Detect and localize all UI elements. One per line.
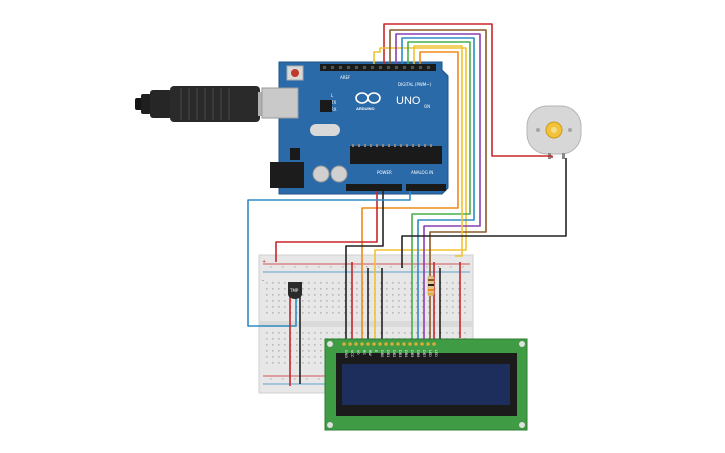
- lcd-pin: [390, 342, 394, 346]
- wire-blue-d7: [401, 37, 475, 342]
- lcd-pin: [354, 342, 358, 346]
- capacitor-2: [330, 165, 348, 183]
- analog-header: [406, 184, 446, 191]
- lcd-pin: [432, 342, 436, 346]
- rx-led-label: RX: [331, 107, 337, 112]
- lcd-pin-label: LED: [428, 350, 432, 357]
- usb-port: [261, 87, 299, 119]
- aref-label: AREF: [340, 75, 351, 80]
- wire-black-motor: [401, 158, 567, 268]
- wire-black-gnd: [345, 191, 384, 268]
- svg-text:+: +: [262, 259, 266, 265]
- atmega-chip: [350, 146, 442, 164]
- lcd-pin: [426, 342, 430, 346]
- lcd-pin-label: DB3: [398, 350, 402, 357]
- lcd-pin: [342, 342, 346, 346]
- dc-motor: [526, 105, 582, 159]
- wire-yellow-d5: [413, 45, 463, 257]
- capacitor-1: [312, 165, 330, 183]
- tmp-sensor-label: TMP: [289, 288, 299, 293]
- lcd-pin-label: GND: [344, 350, 348, 358]
- digital-header: [320, 64, 436, 71]
- regulator: [290, 148, 300, 160]
- power-header: [346, 184, 402, 191]
- lcd-pin-label: V0: [356, 350, 360, 355]
- lcd-pin-label: RW: [368, 350, 372, 356]
- power-label: POWER: [377, 170, 392, 175]
- resistor: [427, 275, 435, 297]
- wire-blue-a0: [247, 191, 411, 327]
- wire-yellow-d10: [373, 47, 467, 342]
- arduino-logo-icon: [355, 92, 381, 104]
- lcd-pin-label: DB5: [410, 350, 414, 357]
- wire-red-motor: [383, 23, 553, 158]
- lcd-pin-label: VCC: [350, 350, 354, 358]
- lcd-pin-label: RS: [362, 350, 366, 355]
- lcd-pin-label: DB6: [416, 350, 420, 357]
- on-led-label: ON: [424, 104, 430, 109]
- lcd-pin: [372, 342, 376, 346]
- usb-cable: [135, 86, 272, 122]
- lcd-pin: [408, 342, 412, 346]
- power-jack: [270, 162, 304, 188]
- lcd-pin-label: DB2: [392, 350, 396, 357]
- board-model: UNO: [396, 95, 421, 107]
- lcd-pin: [378, 342, 382, 346]
- lcd-pin-label: DB4: [404, 350, 408, 358]
- wire-brown-d9: [389, 29, 487, 342]
- tx-led-label: TX: [330, 100, 336, 105]
- lcd-pin-label: LED: [434, 350, 438, 357]
- lcd-pin: [396, 342, 400, 346]
- l-led-label: L: [331, 93, 334, 98]
- arduino-logo-text: ARDUINO: [356, 106, 375, 111]
- crystal: [310, 124, 340, 136]
- tmp-sensor: TMP: [288, 282, 302, 299]
- lcd-pin: [360, 342, 364, 346]
- lcd-screen: [342, 364, 510, 405]
- lcd-pin: [366, 342, 370, 346]
- lcd-pin-label: E: [374, 350, 378, 352]
- usb-chip: [320, 100, 332, 112]
- lcd-pin-label: DB7: [422, 350, 426, 357]
- wire-purple-d8: [395, 33, 481, 342]
- lcd-pin: [384, 342, 388, 346]
- svg-text:-: -: [262, 278, 264, 284]
- lcd-pin: [348, 342, 352, 346]
- digital-header-label: DIGITAL (PWM~): [398, 82, 432, 87]
- arduino-uno-board: AREF DIGITAL (PWM~) TX RX L ON ARDUINO U…: [261, 61, 449, 195]
- lcd-pin: [414, 342, 418, 346]
- wire-orange-d4: [361, 51, 459, 342]
- analog-label: ANALOG IN: [411, 170, 433, 175]
- wires: [247, 23, 567, 386]
- lcd-pin-label: DB0: [380, 350, 384, 357]
- wire-red-5v: [275, 191, 378, 262]
- lcd-pin: [420, 342, 424, 346]
- lcd-pin: [402, 342, 406, 346]
- lcd-pin-label: DB1: [386, 350, 390, 357]
